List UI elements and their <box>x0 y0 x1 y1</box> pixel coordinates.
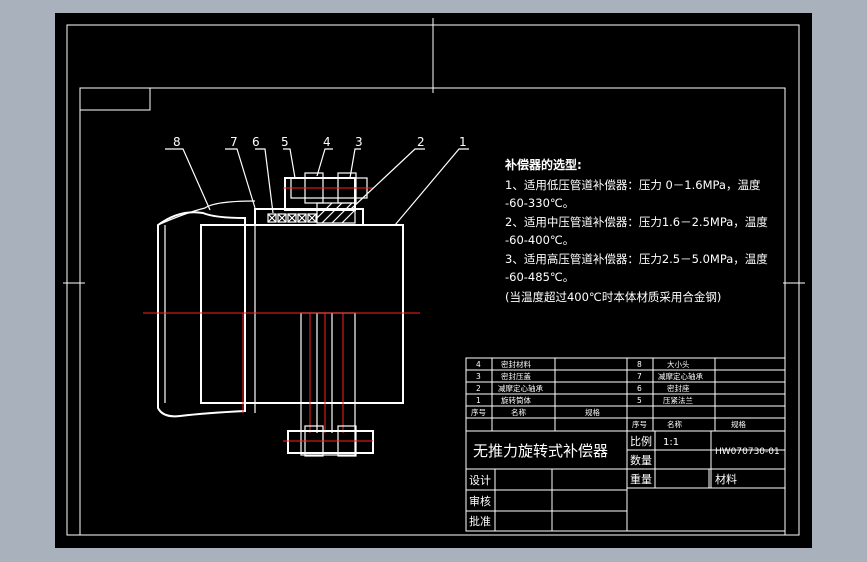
approve-label: 批准 <box>469 514 491 528</box>
callout-6: 6 <box>252 135 260 149</box>
selection-notes: 补偿器的选型: 1、适用低压管道补偿器：压力 0－1.6MPa，温度 -60-3… <box>504 157 768 304</box>
note-2: 2、适用中压管道补偿器：压力1.6－2.5MPa，温度 <box>505 215 768 229</box>
bom-hdr-name-right: 名称 <box>667 419 682 429</box>
bom-right-name-1: 大小头 <box>667 359 690 369</box>
bom-right-no-3: 6 <box>637 384 642 393</box>
bom-hdr-no-right: 序号 <box>632 419 647 429</box>
bom-left-no-1: 4 <box>476 360 481 369</box>
callout-5: 5 <box>281 135 289 149</box>
design-label: 设计 <box>469 474 491 487</box>
bom-hdr-name-left: 名称 <box>511 407 526 417</box>
callout-2: 2 <box>417 135 425 149</box>
bom-left-no-4: 1 <box>476 396 481 405</box>
bom-hdr-spec-left: 规格 <box>585 407 600 417</box>
review-label: 审核 <box>469 494 491 508</box>
callout-4: 4 <box>323 135 331 149</box>
leader-lines <box>165 148 469 226</box>
bom-left-name-1: 密封材料 <box>501 359 531 369</box>
bom-hdr-spec-right: 规格 <box>731 419 746 429</box>
bom-right-name-2: 减摩定心轴承 <box>658 371 703 381</box>
callout-8: 8 <box>173 135 181 149</box>
top-bolts <box>283 172 373 204</box>
callout-7: 7 <box>230 135 238 149</box>
outer-border <box>66 24 800 536</box>
qty-label: 数量 <box>630 454 652 467</box>
note-3b: -60-485℃。 <box>505 270 574 284</box>
material-label: 材料 <box>715 472 737 486</box>
bom-hdr-no-left: 序号 <box>471 407 486 417</box>
bom-left-name-3: 减摩定心轴承 <box>498 383 543 393</box>
product-title: 无推力旋转式补偿器 <box>473 442 608 460</box>
note-1: 1、适用低压管道补偿器：压力 0－1.6MPa，温度 <box>505 178 761 192</box>
notes-title: 补偿器的选型: <box>504 157 582 172</box>
bottom-bolts <box>283 425 374 457</box>
note-2b: -60-400℃。 <box>505 233 574 247</box>
callout-1: 1 <box>459 135 467 149</box>
title-block <box>465 430 786 532</box>
bom-right-no-2: 7 <box>637 372 642 381</box>
pressing-flange <box>284 177 356 211</box>
packing-seal <box>267 213 317 223</box>
bom-right-no-4: 5 <box>637 396 642 405</box>
corner-box <box>79 87 151 111</box>
engineering-drawing: 8 7 6 5 4 3 2 1 补偿器的选型: 1、适用低压管道补偿器：压力 0… <box>63 18 805 536</box>
bom-right-no-1: 8 <box>637 360 642 369</box>
seal-gland-hatch <box>316 202 356 224</box>
bom-right-name-4: 压紧法兰 <box>663 395 693 405</box>
compensator-section-view <box>143 148 469 457</box>
reducer-body <box>157 211 246 418</box>
bom-left-no-2: 3 <box>476 372 481 381</box>
callout-3: 3 <box>355 135 363 149</box>
bom-right-name-3: 密封座 <box>667 383 690 393</box>
scale-value: 1:1 <box>663 437 679 448</box>
note-3: 3、适用高压管道补偿器：压力2.5－5.0MPa，温度 <box>505 252 768 266</box>
reducer-upper-profile <box>157 200 256 226</box>
bom-left-name-4: 旋转筒体 <box>501 395 531 405</box>
bom-left-no-3: 2 <box>476 384 481 393</box>
drawing-sheet: 8 7 6 5 4 3 2 1 补偿器的选型: 1、适用低压管道补偿器：压力 0… <box>55 13 812 548</box>
note-4: (当温度超过400℃时本体材质采用合金钢) <box>505 290 721 304</box>
note-1b: -60-330℃。 <box>505 196 574 210</box>
weight-label: 重量 <box>630 472 652 486</box>
bom-left-name-2: 密封压盖 <box>501 371 531 381</box>
rotating-barrel <box>200 224 404 404</box>
drawing-number: HW070730-01 <box>715 447 780 457</box>
lower-flange-section <box>300 312 356 456</box>
scale-label: 比例 <box>630 434 652 448</box>
